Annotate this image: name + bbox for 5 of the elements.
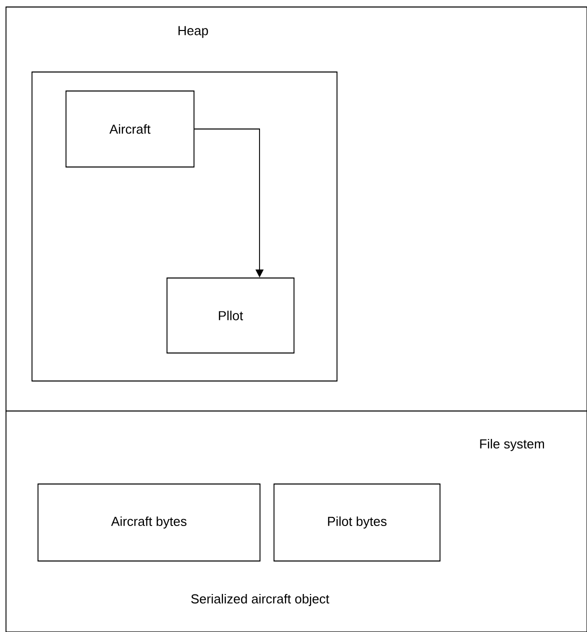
box [32, 72, 338, 382]
object-box: Pilot bytes [274, 484, 440, 562]
object-box: Aircraft bytes [38, 484, 260, 562]
object-box: Aircraft [66, 90, 194, 168]
object-box: Pllot [166, 278, 294, 354]
